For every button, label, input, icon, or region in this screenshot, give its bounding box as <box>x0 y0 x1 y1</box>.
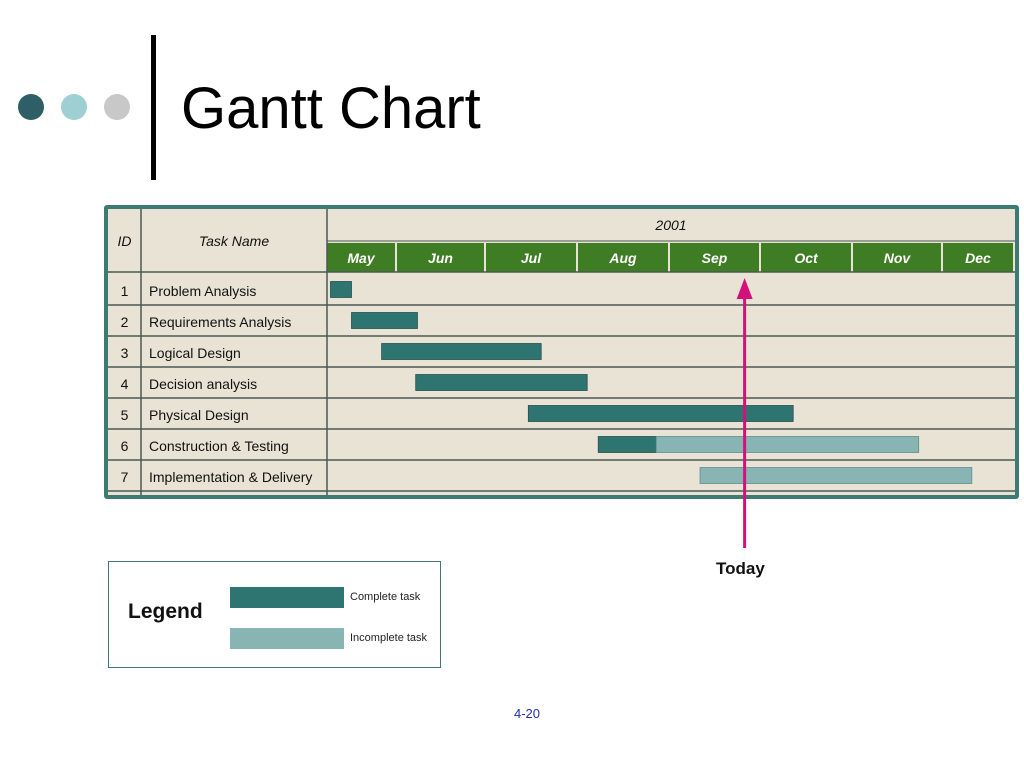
task-id: 3 <box>120 344 129 361</box>
bar-incomplete <box>655 436 920 453</box>
task-name: Implementation & Delivery <box>149 468 313 485</box>
page-number: 4-20 <box>514 706 541 721</box>
month-aug: Aug <box>578 243 668 272</box>
task-name: Physical Design <box>149 406 249 423</box>
bar-complete <box>527 405 794 422</box>
task-column-header: Task Name <box>198 232 270 249</box>
month-jul: Jul <box>486 243 576 272</box>
legend-label-complete: Complete task <box>350 591 421 603</box>
bar-complete <box>330 281 352 298</box>
today-arrow-head <box>736 278 753 299</box>
dot-dark <box>18 94 44 120</box>
legend-swatch-incomplete <box>230 628 344 649</box>
month-may: May <box>327 243 395 272</box>
task-id: 1 <box>120 282 129 299</box>
bar-complete <box>415 374 588 391</box>
slide-title: Gantt Chart <box>181 76 481 141</box>
task-name: Requirements Analysis <box>149 313 292 330</box>
task-id: 7 <box>120 468 129 485</box>
legend-label-incomplete: Incomplete task <box>350 632 428 644</box>
legend-title: Legend <box>128 600 203 623</box>
task-name: Logical Design <box>149 344 241 361</box>
month-dec: Dec <box>943 243 1013 272</box>
bar-incomplete <box>699 467 973 484</box>
task-name: Construction & Testing <box>149 437 289 454</box>
task-id: 6 <box>120 437 129 454</box>
month-sep: Sep <box>670 243 759 272</box>
bar-complete <box>381 343 542 360</box>
today-label: Today <box>716 559 765 578</box>
bar-complete <box>351 312 418 329</box>
id-column-header: ID <box>117 232 132 249</box>
dot-light <box>61 94 87 120</box>
month-oct: Oct <box>761 243 851 272</box>
task-id: 4 <box>120 375 129 392</box>
month-jun: Jun <box>397 243 484 272</box>
task-name: Problem Analysis <box>149 282 257 299</box>
legend: Legend Complete task Incomplete task <box>108 561 441 668</box>
year-header: 2001 <box>655 217 687 233</box>
title-divider <box>151 35 156 180</box>
month-nov: Nov <box>853 243 941 272</box>
bar-complete <box>597 436 657 453</box>
legend-swatch-complete <box>230 587 344 608</box>
task-id: 2 <box>120 313 129 330</box>
dot-gray <box>104 94 130 120</box>
task-id: 5 <box>120 406 129 423</box>
task-name: Decision analysis <box>149 375 258 392</box>
